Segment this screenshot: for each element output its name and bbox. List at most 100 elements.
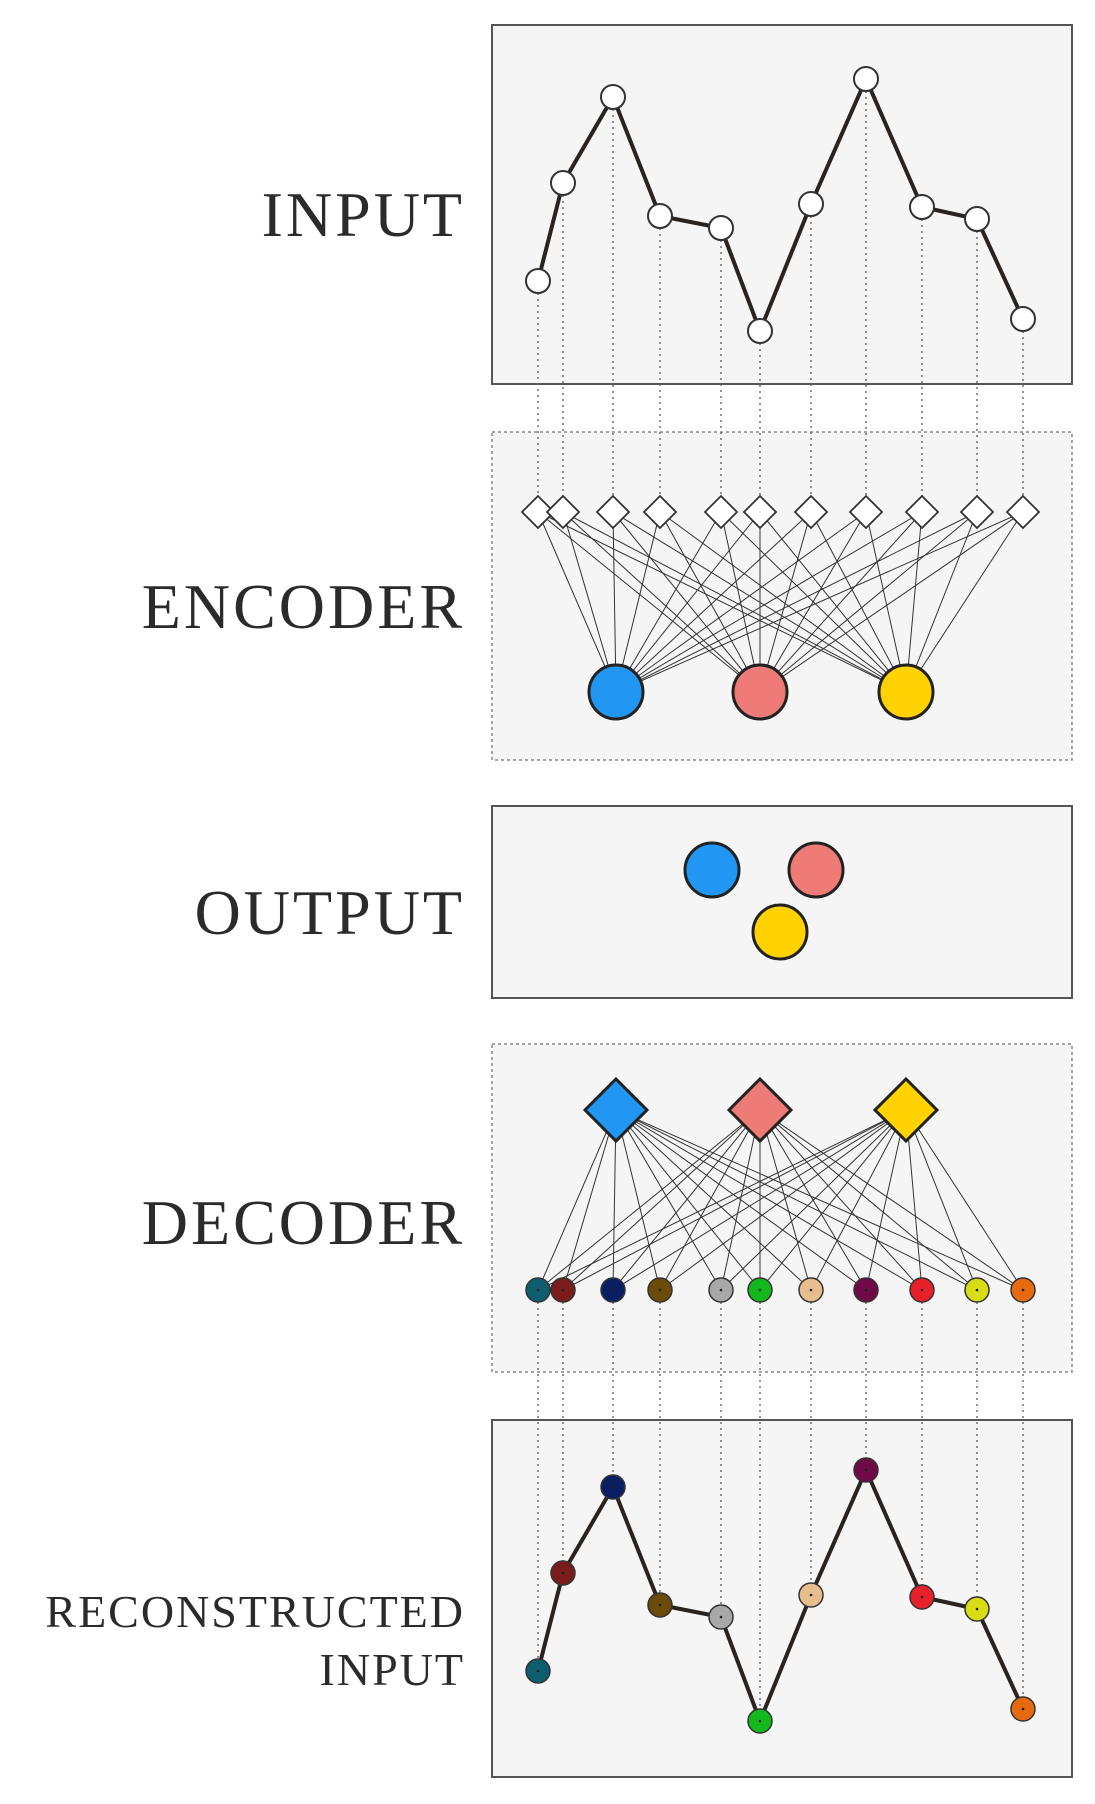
encoder-input-node <box>959 494 995 530</box>
input-point <box>600 84 626 110</box>
decoder-output-node-center <box>758 1288 762 1292</box>
output-code-node <box>751 903 809 961</box>
decoder-edge <box>612 1109 761 1291</box>
encoder-edge <box>615 511 978 693</box>
encoder-edge <box>537 511 761 693</box>
input-panel <box>491 24 1073 385</box>
encoder-input-node <box>703 494 739 530</box>
input-point <box>525 268 551 294</box>
encoder-input-node <box>1005 494 1041 530</box>
decoder-edge <box>615 1109 722 1291</box>
decoder-edge <box>759 1109 812 1291</box>
encoder-edge <box>759 511 812 693</box>
encoder-edge <box>759 511 867 693</box>
decoder-edge <box>905 1109 978 1291</box>
encoder-input-node <box>642 494 678 530</box>
decoder-edge <box>759 1109 923 1291</box>
decoder-edge <box>759 1109 1024 1291</box>
decoder-edge <box>759 1109 978 1291</box>
encoder-edge <box>612 511 761 693</box>
decoder-output-node-center <box>1021 1288 1025 1292</box>
decoder-edge <box>562 1109 907 1291</box>
reconstructed-point-center <box>975 1607 979 1611</box>
decoder-edge <box>659 1109 761 1291</box>
reconstructed-point-center <box>1021 1707 1025 1711</box>
decoder-edge <box>537 1109 907 1291</box>
decoder-edge <box>865 1109 907 1291</box>
input-point <box>708 215 734 241</box>
decoder-edge <box>562 1109 617 1291</box>
encoder-edge <box>905 511 1024 693</box>
decoder-edge <box>615 1109 867 1291</box>
encoder-input-node <box>742 494 778 530</box>
encoder-input-node <box>904 494 940 530</box>
encoder-input-node <box>595 494 631 530</box>
encoder-edge <box>905 511 978 693</box>
encoder-edge <box>659 511 761 693</box>
input-point <box>964 206 990 232</box>
reconstructed-point-center <box>719 1615 723 1619</box>
encoder-edge <box>759 511 1024 693</box>
encoder-edge <box>615 511 1024 693</box>
encoder-edge <box>759 511 907 693</box>
reconstructed-point-center <box>658 1603 662 1607</box>
encoder-input-node <box>793 494 829 530</box>
decoder-output-node-center <box>975 1288 979 1292</box>
reconstructed-panel <box>491 1419 1073 1778</box>
input-point <box>747 318 773 344</box>
encoder-edge <box>615 511 661 693</box>
decoder-output-node-center <box>611 1288 615 1292</box>
decoder-edge <box>615 1109 1024 1291</box>
encoder-input-node <box>545 494 581 530</box>
encoder-edge <box>759 511 923 693</box>
decoder-output-node-center <box>658 1288 662 1292</box>
reconstructed-point-center <box>920 1595 924 1599</box>
encoder-input-node <box>848 494 884 530</box>
encoder-edge <box>537 511 907 693</box>
decoder-output-node-center <box>561 1288 565 1292</box>
decoder-edge <box>537 1109 617 1291</box>
decoder-output-node-center <box>536 1288 540 1292</box>
input-point <box>550 170 576 196</box>
output-code-node <box>787 841 845 899</box>
encoder-edge <box>615 511 923 693</box>
encoder-edge <box>759 511 978 693</box>
reconstructed-point-center <box>864 1468 868 1472</box>
encoder-latent-node <box>587 663 645 721</box>
decoder-edge <box>759 1109 907 1291</box>
decoder-label: DECODER <box>141 1187 465 1258</box>
encoder-panel <box>491 431 1073 761</box>
reconstructed-label-line2: INPUT <box>319 1644 465 1695</box>
encoder-latent-node <box>731 663 789 721</box>
encoder-edge <box>615 511 867 693</box>
output-panel <box>491 805 1073 999</box>
decoder-output-node-center <box>719 1288 723 1292</box>
encoder-edge <box>612 511 617 693</box>
decoder-output-node-center <box>864 1288 868 1292</box>
input-point <box>798 191 824 217</box>
encoder-edge <box>865 511 907 693</box>
decoder-edge <box>905 1109 1024 1291</box>
reconstructed-point-center <box>809 1593 813 1597</box>
decoder-edge <box>615 1109 761 1291</box>
encoder-edge <box>537 511 617 693</box>
decoder-latent-node <box>726 1076 794 1144</box>
encoder-edge <box>562 511 617 693</box>
output-code-node <box>683 841 741 899</box>
encoder-latent-node <box>877 663 935 721</box>
decoder-edge <box>615 1109 923 1291</box>
encoder-edge <box>615 511 812 693</box>
input-point <box>909 194 935 220</box>
decoder-edge <box>810 1109 907 1291</box>
decoder-edge <box>615 1109 661 1291</box>
decoder-edge <box>537 1109 761 1291</box>
input-label: INPUT <box>261 179 465 250</box>
decoder-edge <box>615 1109 812 1291</box>
output-label: OUTPUT <box>194 877 465 948</box>
decoder-edge <box>562 1109 761 1291</box>
decoder-output-node-center <box>809 1288 813 1292</box>
reconstructed-point-center <box>611 1485 615 1489</box>
reconstructed-point-center <box>561 1571 565 1575</box>
decoder-latent-node <box>582 1076 650 1144</box>
